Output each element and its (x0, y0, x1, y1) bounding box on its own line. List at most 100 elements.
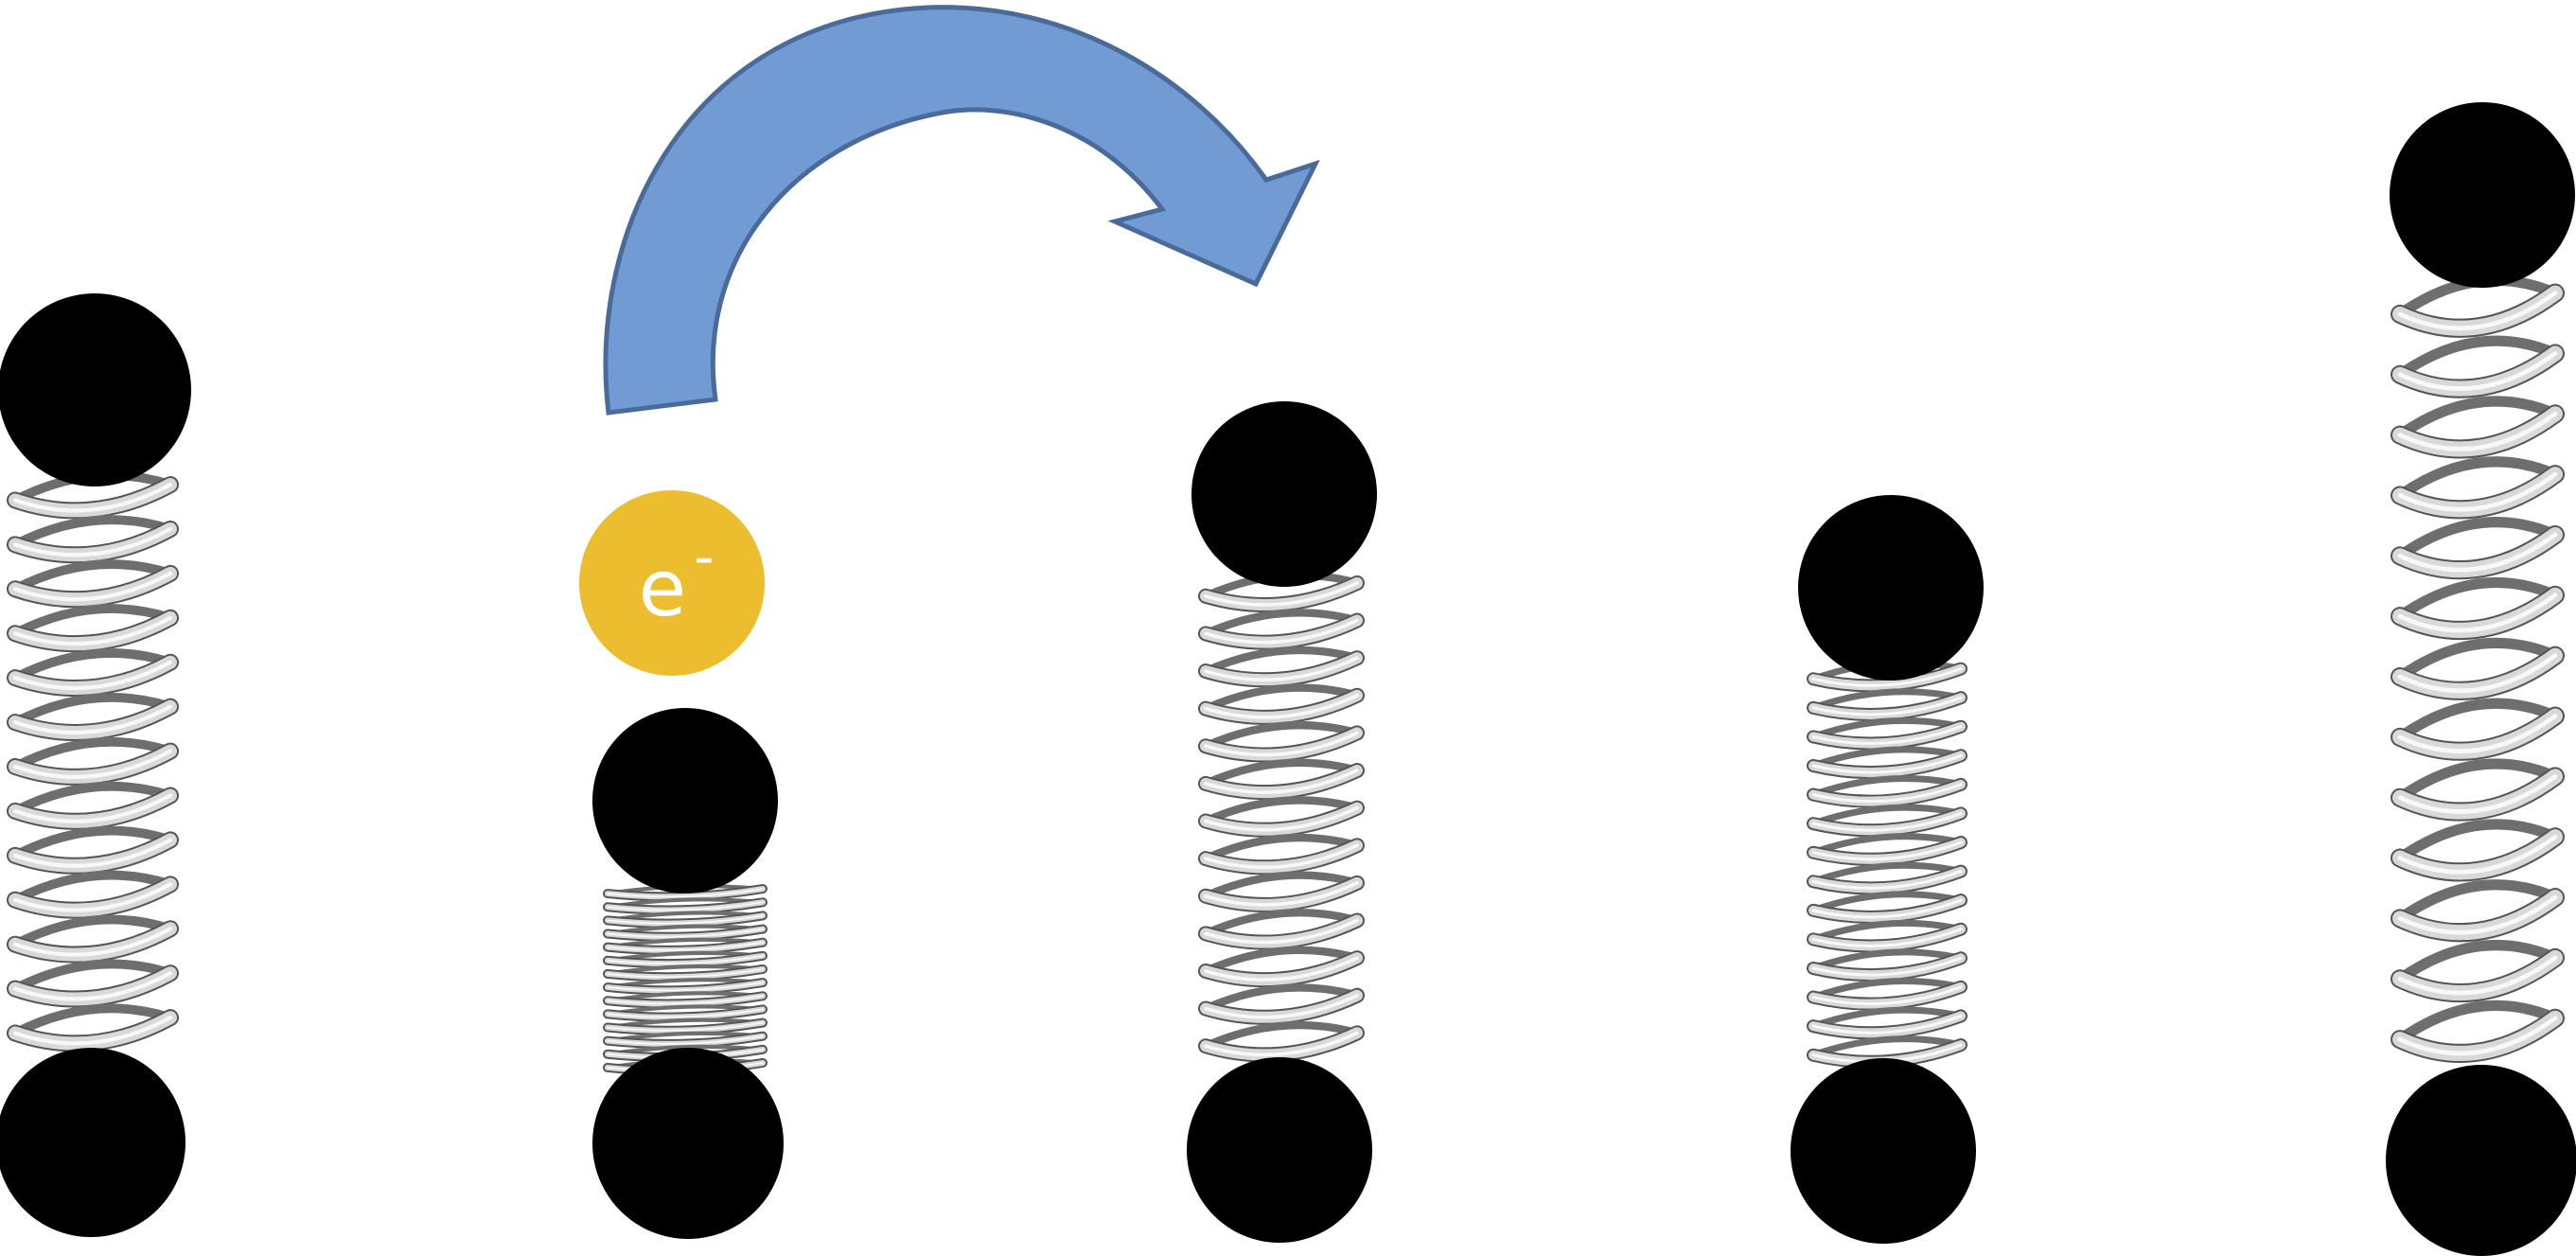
spring-coil-back (1809, 1006, 1965, 1030)
spring-coil-highlight (2397, 1016, 2558, 1056)
spring-coil-back (1201, 1020, 1362, 1051)
spring-coil-back (2394, 999, 2561, 1045)
spring-coil-back (1809, 833, 1965, 857)
spring-coil-back (10, 781, 175, 816)
atom-icon (0, 1048, 185, 1237)
spring-coil-highlight (1204, 693, 1359, 719)
spring-coil-back (1201, 833, 1362, 863)
spring-coil-highlight (2397, 773, 2558, 814)
spring-coil-back (10, 648, 175, 683)
spring-icon (1198, 571, 1365, 1063)
spring-coil-highlight (12, 704, 173, 735)
spring-coil-back (1201, 871, 1362, 900)
spring-coil-back (1809, 919, 1965, 943)
spring-coil-highlight (1204, 581, 1359, 607)
spring-coil-back (10, 914, 175, 949)
spring-coil-back (1809, 891, 1965, 914)
spring-coil-back (10, 604, 175, 639)
spring-coil-highlight (607, 901, 764, 911)
spring-coil-back (1809, 977, 1965, 1001)
spring-coil-highlight (2397, 834, 2558, 875)
spring-coil-highlight (1204, 843, 1359, 870)
atom-icon (592, 1048, 784, 1239)
atoms (0, 102, 2576, 1256)
spring-coil-highlight (12, 927, 173, 957)
electron-symbol: e (639, 544, 686, 634)
spring-coil-highlight (607, 1035, 764, 1045)
spring-coil-back (2394, 396, 2561, 441)
spring-coil-highlight (1811, 898, 1963, 919)
spring-coil-back (1809, 804, 1965, 827)
spring-coil-highlight (12, 971, 173, 1001)
spring-coil-highlight (12, 1016, 173, 1046)
spring-coil-back (1809, 1035, 1965, 1059)
spring-coil-back (2394, 819, 2561, 864)
spring-coil-highlight (2397, 593, 2558, 633)
spring-icon (1807, 659, 1967, 1069)
spring-coil-back (2394, 698, 2561, 743)
spring-coil-highlight (607, 1021, 764, 1032)
spring-coil-highlight (1204, 805, 1359, 832)
atom-icon (2390, 102, 2575, 288)
spring-coil-back (10, 692, 175, 727)
spring-coil-back (2394, 940, 2561, 984)
spring-coil-highlight (2397, 653, 2558, 694)
spring-coil-highlight (607, 928, 764, 938)
spring-coil-back (1809, 861, 1965, 885)
spring-coil-back (2394, 758, 2561, 804)
spring-coil-back (2394, 576, 2561, 622)
spring-coil-back (10, 515, 175, 550)
spring-coil-highlight (12, 882, 173, 912)
spring-coil-back (10, 870, 175, 905)
spring-coil-highlight (1811, 928, 1963, 948)
atom-icon (2386, 1065, 2576, 1256)
spring-coil-highlight (2397, 411, 2558, 451)
spring-icon (7, 470, 179, 1053)
spring-coil-back (10, 559, 175, 594)
spring-coil-back (1809, 774, 1965, 799)
spring-coil-highlight (2397, 532, 2558, 573)
spring-coil-back (1809, 948, 1965, 972)
spring-coil-highlight (607, 968, 764, 979)
spring-coil-highlight (12, 793, 173, 823)
spring-coil-highlight (12, 571, 173, 602)
spring-coil-back (10, 1003, 175, 1038)
spring-coil-back (2394, 637, 2561, 682)
spring-coil-back (1201, 796, 1362, 825)
spring-coil-highlight (2397, 955, 2558, 996)
spring-coil-back (10, 825, 175, 860)
spring-coil-back (1201, 609, 1362, 638)
spring-coil-highlight (607, 982, 764, 992)
spring-coil-back (2394, 879, 2561, 924)
spring-coil-highlight (2397, 471, 2558, 512)
spring-coil-highlight (1204, 618, 1359, 645)
spring-coil-highlight (1204, 993, 1359, 1019)
atom-icon (1798, 495, 1984, 681)
electron-circle (579, 490, 765, 676)
spring-coil-highlight (1204, 1031, 1359, 1057)
spring-coil-highlight (1811, 870, 1963, 890)
spring-coil-highlight (607, 995, 764, 1005)
spring-coil-back (2394, 456, 2561, 502)
spring-coil-back (1201, 683, 1362, 713)
spring-coil-highlight (12, 838, 173, 868)
spring-coil-back (1809, 716, 1965, 740)
spring-coil-back (2394, 517, 2561, 561)
spring-coil-highlight (1204, 731, 1359, 757)
spring-icon (2391, 274, 2565, 1063)
spring-coil-back (2394, 335, 2561, 380)
spring-coil-back (1809, 746, 1965, 770)
spring-coil-highlight (1811, 696, 1963, 716)
spring-coil-highlight (2397, 351, 2558, 391)
spring-coil-back (1201, 946, 1362, 976)
spring-coil-highlight (607, 914, 764, 925)
spring-coil-highlight (1811, 783, 1963, 804)
spring-coil-highlight (607, 954, 764, 964)
electron-charge: - (695, 524, 715, 589)
spring-coil-highlight (1204, 918, 1359, 945)
spring-coil-back (1201, 758, 1362, 788)
electron: e - (579, 490, 765, 676)
spring-coil-highlight (12, 615, 173, 646)
spring-coil-highlight (12, 749, 173, 779)
